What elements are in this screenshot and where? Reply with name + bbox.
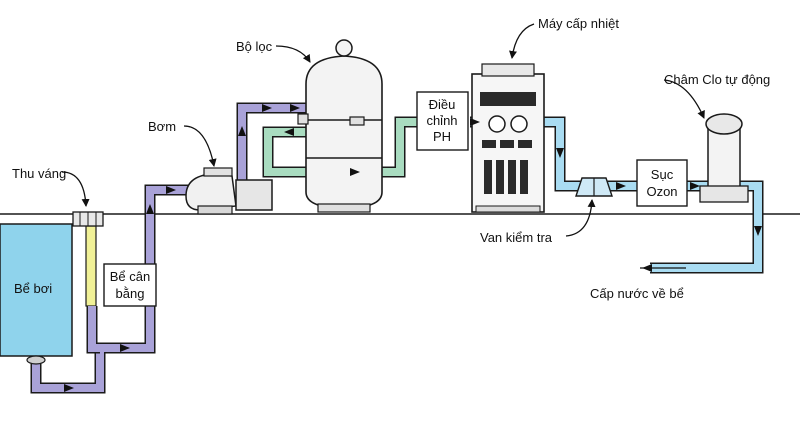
pump	[185, 167, 273, 215]
return-outlet-arrow	[642, 264, 652, 272]
pool-water	[0, 223, 73, 357]
main-drain	[26, 355, 46, 365]
balance-tank-box	[103, 263, 157, 307]
return-label: Cấp nước về bể	[590, 286, 684, 301]
skimmer	[72, 211, 104, 227]
filter-tank	[297, 39, 383, 213]
filter-label: Bộ lọc	[236, 39, 273, 54]
ph-adjuster-box	[416, 91, 469, 151]
balance-tank-label-2: bằng	[116, 286, 145, 301]
pool-label: Bể bơi	[14, 281, 52, 296]
ozone-label-2: Ozon	[646, 184, 677, 199]
heater-label: Máy cấp nhiệt	[538, 16, 619, 31]
ph-label-2: chỉnh	[426, 113, 457, 128]
ozone-label-1: Sục	[651, 167, 674, 182]
chlorinator	[699, 113, 749, 203]
ph-label-1: Điều	[429, 97, 456, 112]
chlorinator-label: Châm Clo tự động	[664, 72, 770, 87]
skimmer-label: Thu váng	[12, 166, 66, 181]
equalizer-pipe	[85, 225, 97, 307]
callout-lines	[61, 23, 705, 269]
ph-label-3: PH	[433, 129, 451, 144]
check-valve	[575, 177, 613, 197]
heater	[471, 63, 545, 213]
balance-tank-label-1: Bể cân	[110, 269, 150, 284]
ozone-box	[636, 159, 688, 207]
flow-arrows	[64, 104, 762, 392]
check-valve-label: Van kiểm tra	[480, 230, 553, 245]
pump-label: Bơm	[148, 119, 176, 134]
